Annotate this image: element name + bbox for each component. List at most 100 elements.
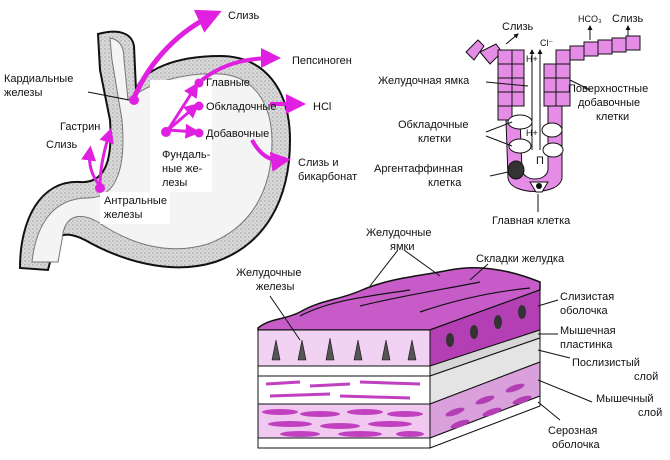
surface-accessory-leader xyxy=(569,79,591,91)
gastric-pits-label-2: ямки xyxy=(390,241,414,253)
gastric-pit-figure: Слизь HCO₃ Слизь Cl⁻ H+ Желудочная ямка … xyxy=(374,13,648,227)
glands-leader xyxy=(269,295,301,341)
parietal-cells-label: Обкладочные xyxy=(206,101,276,113)
hcl-label: HCl xyxy=(313,101,331,113)
gastric-pits-label-1: Желудочные xyxy=(366,227,431,239)
submucosa-label-2: слой xyxy=(634,371,658,383)
antral-label-box xyxy=(100,192,170,224)
fundic-label-2: ные же- xyxy=(162,163,203,175)
chief-cell-nucleus xyxy=(536,183,542,189)
fundic-label-1: Фундаль- xyxy=(162,149,211,161)
mucosa-label-1: Слизистая xyxy=(560,291,614,303)
surface-accessory-label-3: клетки xyxy=(596,111,629,123)
fundic-label-box xyxy=(150,80,212,192)
pepsinogen-label: Пепсиноген xyxy=(292,55,352,67)
pit-right-epithelium xyxy=(543,35,641,107)
chief-cell-label: Главная клетка xyxy=(492,215,571,227)
main-cells-label: Главные xyxy=(206,77,250,89)
hco3-label: HCO₃ xyxy=(578,14,602,24)
pit-mucus-right-label: Слизь xyxy=(612,13,644,25)
gastrin-label: Гастрин xyxy=(60,121,100,133)
front-serosa xyxy=(257,437,431,449)
pit-mucus-left-label: Слизь xyxy=(502,21,534,33)
parietal-cells-dot xyxy=(194,101,204,111)
argentaffin-label-2: клетка xyxy=(428,177,462,189)
gastrin-arrow xyxy=(98,127,114,187)
front-submucosa-fibers xyxy=(265,380,421,400)
wall-fold-ridge-2 xyxy=(359,281,481,307)
mucus-left-pit-arrow xyxy=(505,33,519,45)
surface-accessory-label-1: Поверхностные xyxy=(568,83,648,95)
gastric-glands-label-2: железы xyxy=(256,281,294,293)
parietal-leader-2 xyxy=(485,135,513,147)
h-plus-2-label: H+ xyxy=(526,128,538,138)
side-glands xyxy=(446,305,526,347)
mucosa-leader xyxy=(537,299,559,307)
front-glands xyxy=(271,337,417,361)
cardiac-gland-dot xyxy=(129,95,139,105)
parietal-cell-lower-left xyxy=(508,138,532,154)
antral-label-1: Антральные xyxy=(104,195,167,207)
serosa-label-1: Серозная xyxy=(548,425,597,437)
main-cells-dot xyxy=(194,78,204,88)
front-muscularis-mucosae xyxy=(257,365,431,377)
p-letter-label: П xyxy=(536,155,544,167)
muscular-leader xyxy=(537,379,593,403)
antral-gland-dot xyxy=(95,183,105,193)
gastric-pit-leader xyxy=(485,81,529,87)
front-muscle-fibers xyxy=(262,409,424,437)
side-muscle-fibers xyxy=(445,383,532,429)
mucus-left-label: Слизь xyxy=(46,139,78,151)
antral-label-2: железы xyxy=(104,209,142,221)
wall-fold-ridge-3 xyxy=(419,287,531,313)
h-plus-label: H+ xyxy=(526,54,538,64)
pits-leader-1 xyxy=(369,249,399,287)
gastric-glands-label-1: Желудочные xyxy=(236,267,301,279)
stomach-wall-figure: Желудочные ямки Желудочные железы Складк… xyxy=(236,227,662,451)
front-submucosa xyxy=(257,375,431,405)
pits-leader-2 xyxy=(403,249,441,277)
cardiac-label-1: Кардиальные xyxy=(4,73,73,85)
mucosa-label-2: оболочка xyxy=(560,305,608,317)
cl-label: Cl⁻ xyxy=(540,38,553,48)
muscular-label-2: слой xyxy=(638,407,662,419)
argentaffin-cell xyxy=(507,160,525,180)
parietal-cells-label-1: Обкладочные xyxy=(398,119,468,131)
folds-label: Складки желудка xyxy=(476,253,565,265)
serosa-leader xyxy=(537,401,561,421)
pepsinogen-arrow xyxy=(200,48,281,82)
fundic-to-main-arrow xyxy=(166,82,199,131)
bicarbonate-label-2: бикарбонат xyxy=(298,171,357,183)
side-serosa xyxy=(429,395,541,449)
accessory-cells-label: Добавочные xyxy=(206,128,269,140)
parietal-cell-right xyxy=(541,122,563,138)
parietal-leader-1 xyxy=(485,121,513,133)
muscularis-mucosae-label-2: пластинка xyxy=(560,339,613,351)
fundic-to-parietal-arrow xyxy=(167,103,200,132)
parietal-cells-label-2: клетки xyxy=(418,133,451,145)
mucus-top-arrow xyxy=(131,9,222,99)
cardiac-label-2: железы xyxy=(4,87,42,99)
submucosa-leader xyxy=(537,349,571,359)
stomach-figure: Слизь Пепсиноген Кардиальные железы Глав… xyxy=(4,9,357,272)
cardiac-leader xyxy=(87,91,130,101)
stomach-top-mucus-label: Слизь xyxy=(228,10,260,22)
fundic-to-accessory-arrow xyxy=(167,123,201,139)
bicarbonate-label-1: Слизь и xyxy=(298,157,338,169)
parietal-cell-lower-right xyxy=(542,142,564,158)
surface-accessory-label-2: добавочные xyxy=(578,97,640,109)
argentaffin-label-1: Аргентаффинная xyxy=(374,163,463,175)
argentaffin-leader xyxy=(489,171,509,177)
submucosa-label-1: Послизистый xyxy=(572,357,640,369)
wall-fold-ridge-1 xyxy=(299,289,411,317)
front-mucosa xyxy=(257,329,431,367)
accessory-cells-dot xyxy=(194,128,204,138)
gastric-pit-label: Желудочная ямка xyxy=(378,75,470,87)
wall-top-surface xyxy=(257,266,541,331)
bicarbonate-arrow xyxy=(250,139,291,172)
folds-leader xyxy=(469,263,489,281)
fundic-gland-dot xyxy=(161,127,171,137)
muscularis-mucosae-label-1: Мышечная xyxy=(560,325,616,337)
